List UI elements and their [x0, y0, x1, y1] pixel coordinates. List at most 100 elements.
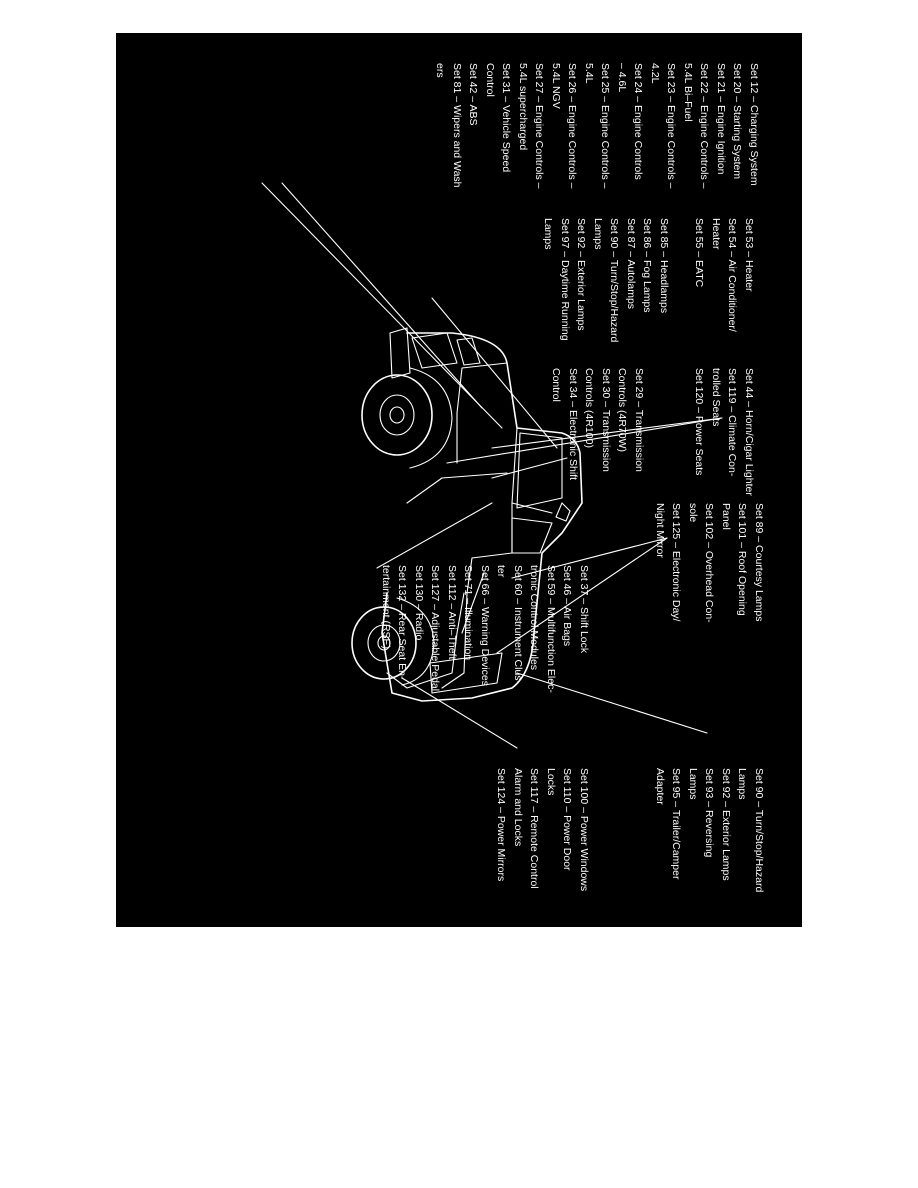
headlamp: [456, 337, 481, 366]
set-label-title: Set 92 – Exterior Lamps: [720, 768, 732, 881]
set-label-title: Set 93 – Reversing: [703, 768, 716, 858]
set-label: Set 30 – Transmission Controls (4R100): [581, 368, 614, 558]
leader-line: [401, 677, 518, 749]
leader-line: [431, 297, 558, 449]
mirror: [555, 502, 571, 522]
leader-line: [516, 672, 708, 734]
rear-wheel: [351, 606, 417, 680]
set-label-title: Set 125 – Electronic Day/: [670, 503, 683, 622]
set-label-title: Set 110 – Power Door: [561, 768, 574, 871]
set-label-continuation: Alarm and Locks: [512, 768, 524, 847]
front-wheel-center: [389, 406, 405, 424]
set-label: Set 60 – Instrument Clus-ter: [493, 565, 526, 775]
tailgate: [429, 652, 503, 694]
set-label-title: Set 127 – Adjustable Pedal: [429, 565, 442, 692]
front-wheel: [361, 374, 433, 456]
cab-roof: [511, 427, 553, 514]
set-label-title: Set 124 – Power Mirrors: [495, 768, 508, 882]
set-label: Set 71 – Illumination: [460, 565, 477, 775]
set-label: Set 125 – Electronic Day/Night Mirror: [652, 503, 685, 693]
set-label: Set 46 – Air Bags: [559, 565, 576, 775]
set-label-continuation: tertainment (RSE): [380, 565, 392, 650]
side-window: [511, 517, 553, 554]
set-label: Set 110 – Power Door Locks: [543, 768, 576, 927]
set-label: Set 130 – Radio: [411, 565, 428, 775]
set-label-title: Set 81 – Wipers and Wash: [451, 63, 463, 188]
set-label: Set 93 – Reversing Lamps: [685, 768, 718, 927]
set-label-title: Set 132 – Rear Seat En-: [396, 565, 409, 680]
set-label: Set 59 – Multifunction Elec-tronic Contr…: [526, 565, 559, 775]
set-label-title: Set 130 – Radio: [413, 565, 425, 641]
truck-body-outline: [381, 332, 583, 702]
set-label: Set 37 – Shift Lock: [576, 565, 593, 775]
set-label-title: Set 60 – Instrument Clus-: [512, 565, 524, 685]
bumper: [389, 327, 411, 379]
set-label-title: Set 31 – Vehicle Speed: [500, 63, 513, 173]
set-label: Set 101 – Roof Opening Panel: [718, 503, 751, 693]
set-label-title: Set 89 – Courtesy Lamps: [753, 503, 765, 622]
set-label-continuation: Control: [484, 63, 496, 97]
set-label-continuation: Controls (4R100): [583, 368, 596, 448]
hood-line: [456, 362, 508, 464]
leader-line: [496, 537, 668, 654]
set-label-title: Set 71 – Illumination: [462, 565, 475, 661]
set-label: Set 100 – Power Windows: [576, 768, 593, 927]
rear-wheel-arch: [396, 597, 435, 686]
leader-line: [491, 457, 568, 479]
set-label: Set 102 – Overhead Con-sole: [685, 503, 718, 693]
set-label-title: Set 95 – Trailer/Camper: [670, 768, 683, 880]
set-label: Set 42 – ABS: [465, 63, 482, 313]
set-label-title: Set 85 – Headlamps: [658, 218, 670, 314]
set-label-title: Set 101 – Roof Opening: [736, 503, 749, 616]
set-label-continuation: ter: [495, 565, 508, 578]
set-label-title: Set 30 – Transmission: [600, 368, 612, 472]
leader-line: [446, 417, 723, 464]
front-wheel-hub: [379, 394, 415, 436]
set-label-continuation: Lamps: [736, 768, 749, 800]
set-label-title: Set 112 – Anti–Theft: [446, 565, 458, 660]
windshield: [516, 432, 563, 509]
set-label: Set 89 – Courtesy Lamps: [751, 503, 768, 693]
set-label-continuation: Adapter: [654, 768, 666, 805]
leader-line: [491, 417, 723, 449]
rear-body: [386, 592, 465, 689]
set-label: Set 34 – Electronic Shift Control: [548, 368, 581, 558]
set-label: Set 132 – Rear Seat En-tertainment (RSE): [378, 565, 411, 775]
front-wheel-arch: [409, 367, 453, 469]
set-label: Set 95 – Trailer/Camper Adapter: [652, 768, 685, 927]
set-label-continuation: Lamps: [687, 768, 699, 800]
set-label-title: Set 29 – Transmission: [633, 368, 645, 472]
grille: [411, 332, 458, 369]
set-label: Set 112 – Anti–Theft: [444, 565, 461, 775]
set-label-continuation: Control: [550, 368, 563, 402]
door-line: [406, 472, 508, 504]
set-label-continuation: sole: [687, 503, 699, 523]
set-label: Set 124 – Power Mirrors: [493, 768, 510, 927]
set-label-title: Set 100 – Power Windows: [578, 768, 590, 892]
set-label: Set 29 – Transmission Controls (4R70W): [614, 368, 647, 558]
set-label-continuation: Panel: [720, 503, 732, 530]
set-label: Set 92 – Exterior Lamps: [718, 768, 735, 927]
set-label-title: Set 66 – Warning Devices: [479, 565, 491, 687]
set-label: Set 85 – Headlamps: [656, 218, 673, 418]
set-label-title: Set 46 – Air Bags: [561, 565, 574, 647]
set-label-continuation: 5.4L supercharged: [517, 63, 529, 151]
set-label-continuation: Locks: [545, 768, 557, 796]
leader-line: [261, 182, 503, 429]
set-label-continuation: Controls (4R70W): [616, 368, 629, 453]
set-label-title: Set 59 – Multifunction Elec-: [545, 565, 557, 693]
leader-line: [376, 502, 493, 569]
set-label: Set 127 – Adjustable Pedal: [427, 565, 444, 775]
set-label-title: Set 34 – Electronic Shift: [567, 368, 579, 481]
rear-wheel-center: [377, 635, 391, 651]
set-label: Set 31 – Vehicle Speed Control: [482, 63, 515, 313]
